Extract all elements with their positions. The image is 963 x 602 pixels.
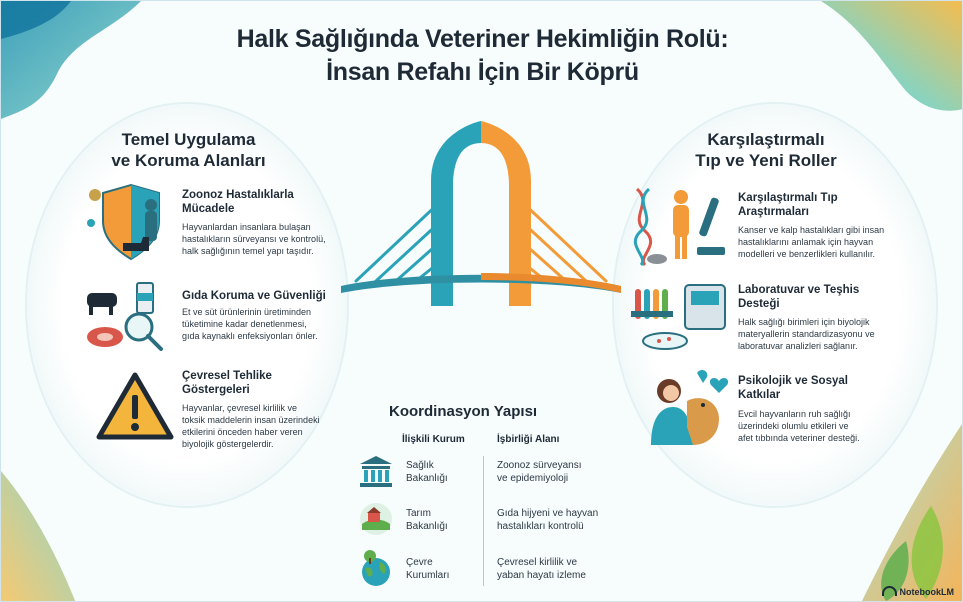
inst-environment-agencies: Çevre Kurumları <box>406 557 450 581</box>
left-panel-heading: Temel Uygulama ve Koruma Alanları <box>81 129 296 171</box>
page-title: Halk Sağlığında Veteriner Hekimliğin Rol… <box>1 23 962 89</box>
lab-support-desc: Halk sağlığı birimleri için biyolojik ma… <box>738 317 875 351</box>
zoonoz-title: Zoonoz Hastalıklarla Mücadele <box>182 189 294 215</box>
lab-equipment-icon <box>631 284 726 350</box>
bridge-icon <box>341 121 621 306</box>
inst-health-ministry: Sağlık Bakanlığı <box>406 460 448 484</box>
area-environmental-monitoring: Çevresel kirlilik ve yaban hayatı izleme <box>497 557 586 581</box>
right-heading-line-1: Karşılaştırmalı <box>707 130 825 149</box>
left-heading-line-1: Temel Uygulama <box>121 130 256 149</box>
psych-social-title: Psikolojik ve Sosyal Katkılar <box>738 375 848 401</box>
comparative-medicine-desc: Kanser ve kalp hastalıkları gibi insan h… <box>738 225 885 259</box>
right-panel-heading: Karşılaştırmalı Tıp ve Yeni Roller <box>661 129 871 171</box>
shield-human-animal-icon <box>87 183 160 261</box>
area-zoonosis: Zoonoz sürveyansı ve epidemiyoloji <box>497 460 582 484</box>
dna-microscope-icon <box>633 187 725 267</box>
left-panel <box>27 104 347 506</box>
farm-icon <box>360 503 392 535</box>
food-safety-icon <box>87 282 163 351</box>
psych-social-desc: Evcil hayvanların ruh sağlığı üzerindeki… <box>738 409 860 443</box>
food-safety-desc: Et ve süt ürünlerinin üretiminden tüketi… <box>182 307 318 341</box>
food-safety-title: Gıda Koruma ve Güvenliği <box>182 290 326 302</box>
right-heading-line-2: Tıp ve Yeni Roller <box>695 151 837 170</box>
col-header-institution: İlişkili Kurum <box>402 434 465 445</box>
title-line-1: Halk Sağlığında Veteriner Hekimliğin Rol… <box>236 25 729 53</box>
comparative-medicine-title: Karşılaştırmalı Tıp Araştırmaları <box>738 192 838 218</box>
notebooklm-icon <box>881 586 897 596</box>
warning-icon <box>96 372 174 440</box>
globe-tree-icon <box>362 550 390 586</box>
brand-label: NotebookLM <box>899 587 955 597</box>
zoonoz-desc: Hayvanlardan insanlara bulaşan hastalıkl… <box>182 222 326 256</box>
notebooklm-brand: NotebookLM <box>881 586 955 597</box>
government-building-icon <box>360 456 392 487</box>
left-heading-line-2: ve Koruma Alanları <box>111 151 266 170</box>
coordination-title: Koordinasyon Yapısı <box>389 403 538 420</box>
title-line-2: İnsan Refahı İçin Bir Köprü <box>326 58 639 86</box>
inst-agriculture-ministry: Tarım Bakanlığı <box>406 508 448 532</box>
lab-support-title: Laboratuvar ve Teşhis Desteği <box>738 284 860 310</box>
env-hazard-title: Çevresel Tehlike Göstergeleri <box>182 370 272 396</box>
env-hazard-desc: Hayvanlar, çevresel kirlilik ve toksik m… <box>182 403 320 449</box>
col-header-area: İşbirliği Alanı <box>497 434 560 445</box>
column-divider <box>483 456 484 586</box>
person-dog-icon <box>651 370 729 445</box>
area-food-hygiene: Gıda hijyeni ve hayvan hastalıkları kont… <box>497 508 599 532</box>
